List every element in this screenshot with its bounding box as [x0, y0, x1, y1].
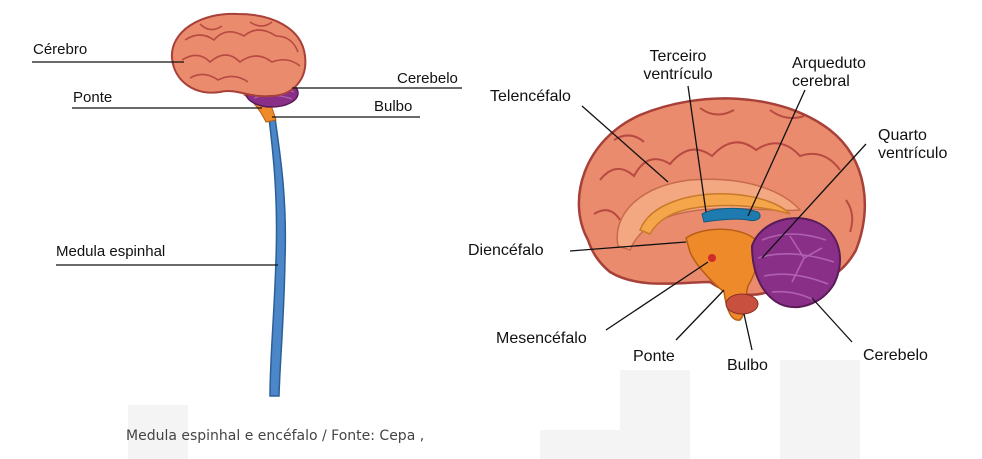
label-bulbo-left: Bulbo [374, 98, 413, 115]
label-quarto-line2: ventrículo [878, 145, 948, 162]
ventricle [701, 207, 761, 223]
left-brain-drawing [32, 12, 462, 397]
watermark-block [128, 405, 188, 459]
label-bulbo-right: Bulbo [727, 357, 768, 374]
corpus-callosum [639, 193, 791, 235]
label-terceiro-line1: Terceiro [649, 48, 707, 65]
label-cerebelo-right: Cerebelo [863, 347, 928, 364]
label-ponte-left: Ponte [73, 89, 113, 106]
label-terceiro-ventriculo: Terceiro ventrículo [630, 48, 726, 84]
watermark-block [540, 430, 620, 459]
label-arqueduto-line1: Arqueduto [792, 55, 866, 72]
label-diencefalo: Diencéfalo [468, 242, 544, 259]
label-mesencefalo: Mesencéfalo [496, 330, 587, 347]
label-quarto-ventriculo: Quarto ventrículo [878, 127, 947, 163]
watermark-block [780, 360, 860, 459]
right-brain-drawing [569, 85, 867, 351]
label-telencefalo: Telencéfalo [490, 88, 571, 105]
label-arqueduto-cerebral: Arqueduto cerebral [792, 55, 866, 91]
spinal-cord [268, 117, 287, 397]
label-cerebelo-left: Cerebelo [397, 70, 458, 87]
right-cerebellum [750, 217, 841, 309]
label-quarto-line1: Quarto [878, 127, 927, 144]
label-arqueduto-line2: cerebral [792, 73, 850, 90]
left-cerebrum [170, 12, 307, 98]
label-cerebro: Cérebro [33, 41, 88, 58]
watermark-block [620, 370, 690, 459]
figure-caption: Medula espinhal e encéfalo / Fonte: Cepa… [126, 428, 425, 444]
label-terceiro-line2: ventrículo [643, 66, 713, 83]
label-ponte-right: Ponte [633, 348, 675, 365]
label-medula: Medula espinhal [56, 243, 166, 260]
